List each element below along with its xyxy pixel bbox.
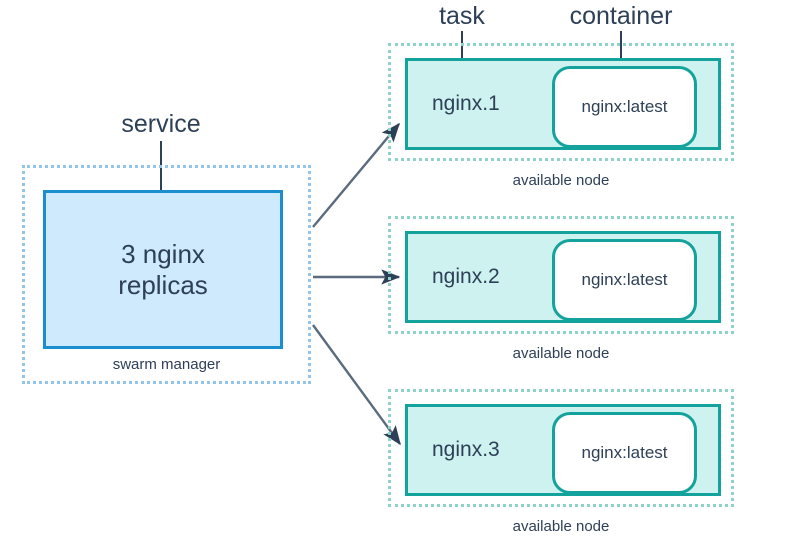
container-box-1[interactable]: nginx:latest	[552, 66, 697, 148]
swarm-manager-caption: swarm manager	[112, 356, 221, 373]
available-node-3: nginx.3 nginx:latest	[388, 389, 734, 507]
task-name-3: nginx.3	[432, 438, 500, 461]
available-node-caption-1: available node	[512, 172, 610, 189]
service-box[interactable]: 3 nginx replicas	[43, 190, 283, 349]
task-name-2: nginx.2	[432, 265, 500, 288]
annotation-service: service	[121, 110, 201, 138]
available-node-caption-2: available node	[512, 345, 610, 362]
container-name-2: nginx:latest	[581, 270, 668, 289]
task-box-3[interactable]: nginx.3 nginx:latest	[405, 404, 721, 496]
container-box-2[interactable]: nginx:latest	[552, 239, 697, 321]
task-name-1: nginx.1	[432, 92, 500, 115]
arrow-service-to-task-3	[312, 324, 401, 446]
annotation-container: container	[569, 2, 673, 30]
arrow-service-to-task-1	[312, 122, 400, 228]
available-node-2: nginx.2 nginx:latest	[388, 216, 734, 334]
container-name-3: nginx:latest	[581, 443, 668, 462]
available-node-1: nginx.1 nginx:latest	[388, 43, 734, 161]
annotation-task: task	[439, 2, 485, 30]
swarm-manager-group: 3 nginx replicas swarm manager	[22, 165, 311, 384]
task-box-1[interactable]: nginx.1 nginx:latest	[405, 58, 721, 150]
task-box-2[interactable]: nginx.2 nginx:latest	[405, 231, 721, 323]
service-replicas-label: 3 nginx replicas	[118, 238, 208, 300]
container-name-1: nginx:latest	[581, 97, 668, 116]
available-node-caption-3: available node	[512, 518, 610, 535]
container-box-3[interactable]: nginx:latest	[552, 412, 697, 494]
